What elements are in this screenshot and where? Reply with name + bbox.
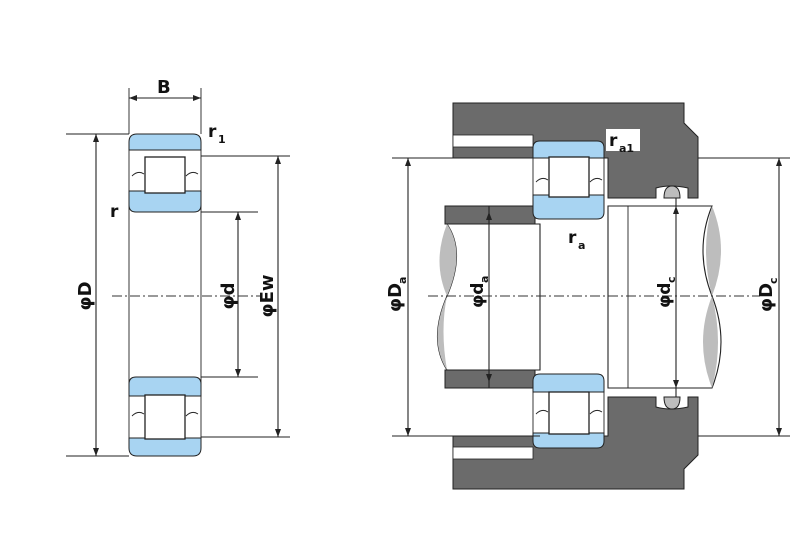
bottom-cage — [131, 411, 199, 417]
label-fillet-a: r — [568, 228, 577, 248]
top-outer-ring — [128, 133, 202, 151]
mounted-bottom-inner-ring — [532, 373, 605, 393]
top-inner-ring — [128, 190, 202, 213]
svg-text:φD: φD — [756, 283, 777, 312]
mounted-top-outer-ring — [532, 140, 605, 159]
label-fillet-a1-bg — [606, 129, 640, 151]
seal-top — [663, 185, 681, 199]
label-outer-dia: φD — [75, 281, 96, 310]
label-ew-dia: φEw — [257, 274, 278, 317]
top-cage — [131, 171, 199, 177]
shaft-right-shade-low — [703, 296, 718, 388]
bearing-section: B r 1 r φD φd φEw — [66, 77, 290, 457]
label-fillet-a-sub: a — [578, 239, 585, 252]
svg-text:φd: φd — [468, 283, 488, 308]
label-r1-sub: 1 — [218, 133, 226, 146]
shaft-left-shade — [439, 224, 457, 296]
housing-top-relief — [452, 134, 534, 148]
mounted-bottom-cage — [535, 409, 603, 415]
svg-text:a: a — [396, 277, 409, 284]
shaft-left-shade-low — [437, 296, 447, 370]
label-r: r — [110, 202, 119, 222]
bottom-roller — [144, 394, 186, 440]
label-shaft-da: φd a — [468, 276, 491, 308]
seal-bottom — [663, 396, 681, 410]
housing-bottom-relief — [452, 446, 534, 460]
mounted-top-inner-ring — [532, 194, 605, 220]
label-r1: r — [208, 122, 217, 142]
svg-text:φD: φD — [385, 283, 406, 312]
label-width: B — [157, 77, 171, 98]
bottom-outer-ring — [128, 437, 202, 457]
label-fillet-a1-sub: a1 — [619, 142, 634, 155]
label-housing-dc: φD c — [756, 277, 780, 312]
svg-text:φd: φd — [655, 283, 675, 308]
mounted-top-roller — [548, 156, 590, 198]
svg-text:a: a — [478, 276, 491, 283]
mounting-section: φD a φd a φd c φD c r a r a1 — [385, 102, 790, 490]
svg-text:c: c — [767, 277, 780, 284]
label-fillet-a1: r — [609, 131, 618, 151]
label-shaft-dc: φd c — [655, 276, 678, 308]
mounted-bottom-outer-ring — [532, 432, 605, 449]
shaft-right-shade — [706, 206, 721, 296]
mounted-bottom-roller — [548, 391, 590, 435]
top-roller — [144, 156, 186, 194]
svg-text:c: c — [665, 276, 678, 283]
mounted-top-cage — [535, 177, 603, 183]
label-bore-dia: φd — [218, 283, 239, 310]
bottom-inner-ring — [128, 376, 202, 397]
label-housing-da: φD a — [385, 277, 409, 312]
